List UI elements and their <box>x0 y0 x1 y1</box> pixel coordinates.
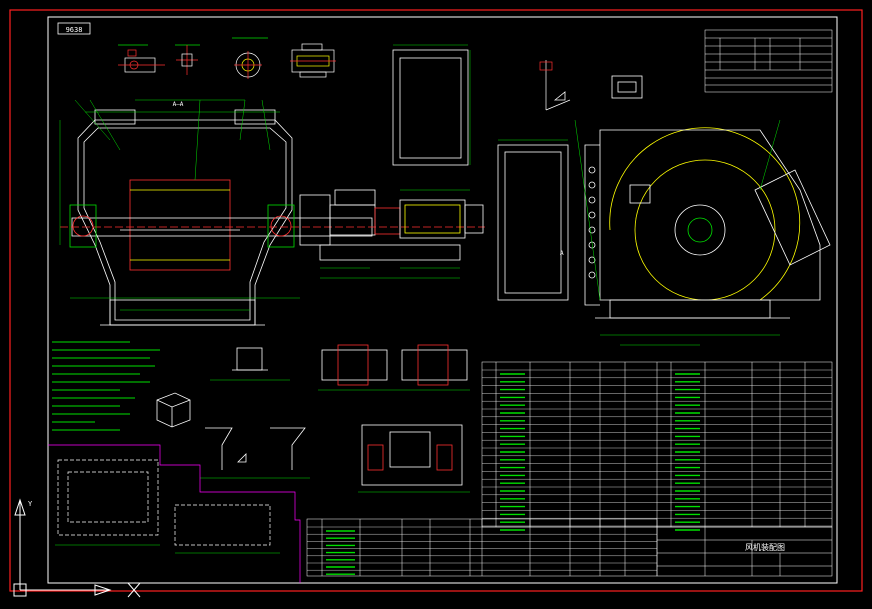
detail-view-housing <box>290 43 336 78</box>
title-block <box>656 526 833 577</box>
drawing-frame <box>9 9 863 592</box>
drawing-tag-box: 9638 <box>57 22 91 35</box>
volute-view <box>574 119 831 346</box>
duct-plan-view <box>392 44 471 166</box>
front-view-fan <box>59 99 485 326</box>
detail-view-vertical <box>539 60 571 111</box>
parts-list-lower-rows <box>307 526 657 575</box>
technical-notes <box>52 341 160 431</box>
bearing-section-views <box>318 344 470 391</box>
svg-text:Y: Y <box>28 500 33 508</box>
duct-side-view <box>497 139 569 301</box>
parameter-table <box>704 29 833 93</box>
detail-view-motor <box>210 347 290 381</box>
drive-train <box>299 189 484 279</box>
section-label-top: A—A <box>173 101 184 108</box>
detail-view-flange <box>232 37 268 79</box>
parts-list-lower <box>306 518 658 577</box>
inner-border <box>47 16 838 584</box>
foundation-plan <box>48 444 301 583</box>
support-legs-view <box>200 427 310 479</box>
ucs-axis-icon: Y <box>13 498 141 598</box>
detail-view-coupling <box>118 44 165 73</box>
isometric-block <box>156 392 191 428</box>
revision-triangle-icon <box>237 91 566 463</box>
section-label-side: A <box>560 250 564 257</box>
title-block-signature: 风机装配图 <box>745 542 785 552</box>
drawing-tag: 9638 <box>66 26 83 34</box>
detail-view-box <box>611 75 643 99</box>
parts-list-rows <box>482 369 832 531</box>
inlet-box-section <box>358 424 470 493</box>
parts-list-table <box>481 361 833 528</box>
detail-view-bracket <box>175 44 200 75</box>
